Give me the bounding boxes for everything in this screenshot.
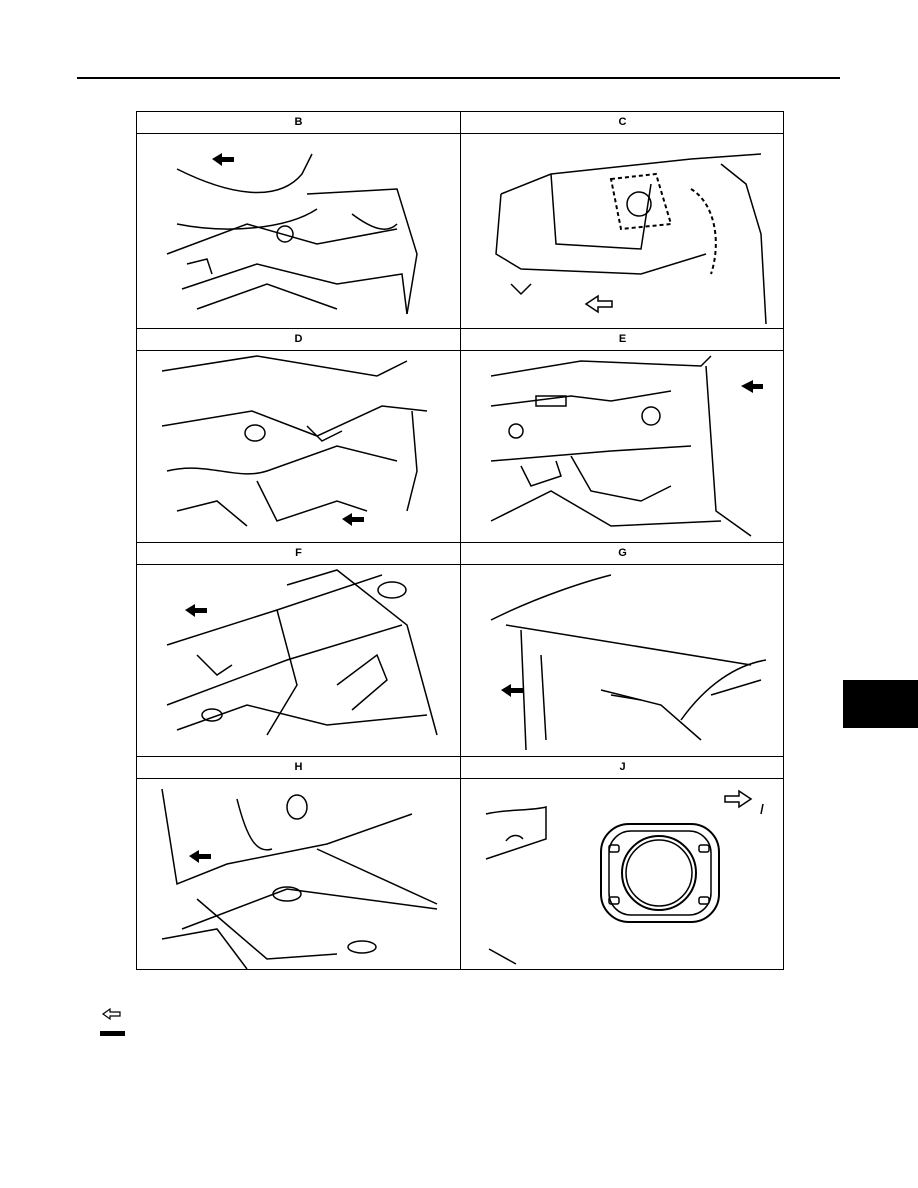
section-tab-marker — [843, 680, 918, 728]
panel-c: C — [461, 112, 784, 328]
body-illustration — [461, 779, 784, 969]
illustration-e — [490, 355, 763, 537]
column-divider — [460, 112, 461, 969]
direction-arrow-icon — [501, 684, 523, 697]
illustration-b — [166, 153, 418, 315]
direction-arrow-icon — [185, 604, 207, 617]
thick-line-icon — [100, 1031, 125, 1036]
panel-label: B — [137, 112, 460, 134]
panel-label: H — [137, 757, 460, 779]
body-illustration — [137, 565, 460, 756]
illustration-h — [161, 788, 438, 969]
panel-label: C — [461, 112, 784, 134]
panel-f: F — [137, 543, 460, 756]
body-illustration — [461, 565, 784, 756]
direction-arrow-icon — [189, 850, 211, 863]
illustration-c — [495, 153, 767, 325]
body-illustration — [137, 779, 460, 969]
panel-d: D — [137, 329, 460, 542]
illustration-g — [490, 574, 767, 751]
body-illustration — [137, 134, 460, 328]
body-illustration — [137, 351, 460, 542]
panel-h: H — [137, 757, 460, 969]
panel-label: E — [461, 329, 784, 351]
body-illustration — [461, 351, 784, 542]
panel-g: G — [461, 543, 784, 756]
panel-label: G — [461, 543, 784, 565]
body-illustration — [461, 134, 784, 328]
panel-label: J — [461, 757, 784, 779]
direction-arrow-icon — [212, 153, 234, 166]
panel-b: B — [137, 112, 460, 328]
panel-label: F — [137, 543, 460, 565]
illustration-j — [485, 789, 764, 965]
direction-arrow-icon — [342, 513, 364, 526]
direction-arrow-icon — [724, 789, 753, 809]
open-left-arrow-icon — [101, 1007, 121, 1021]
direction-arrow-icon — [741, 380, 763, 393]
panel-e: E — [461, 329, 784, 542]
illustration-f — [166, 569, 438, 736]
panel-grid: B C — [136, 111, 784, 970]
panel-j: J — [461, 757, 784, 969]
header-rule — [77, 77, 840, 79]
panel-label: D — [137, 329, 460, 351]
direction-arrow-icon — [584, 294, 613, 314]
illustration-d — [161, 355, 428, 527]
